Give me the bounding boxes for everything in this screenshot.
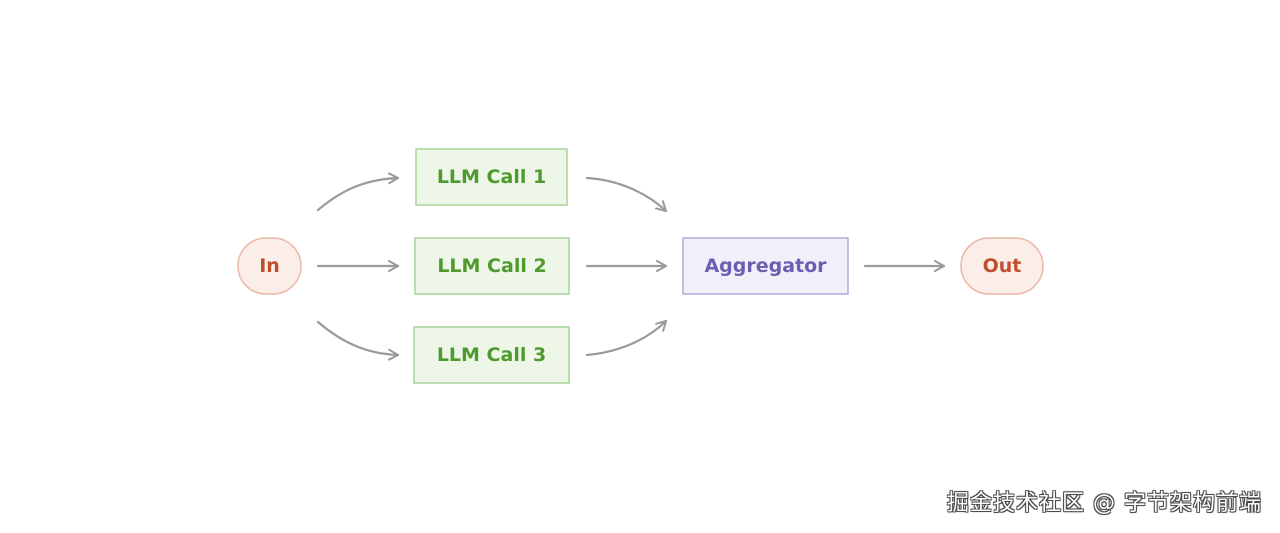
node-in-shape [237,237,302,295]
node-llm-call-3: LLM Call 3 [413,326,570,384]
node-in: In [237,237,302,295]
node-llm-call-1: LLM Call 1 [415,148,568,206]
node-llm-call-3-label: LLM Call 3 [437,344,546,366]
node-llm-call-2: LLM Call 2 [414,237,570,295]
node-out: Out [960,237,1044,295]
node-aggregator-label: Aggregator [704,255,827,277]
arrow-in-to-call-3 [316,320,400,361]
arrow-call-3-to-aggregator [585,319,668,357]
node-llm-call-1-shape [415,148,568,206]
node-in-label: In [259,255,280,277]
node-llm-call-3-shape [413,326,570,384]
node-aggregator: Aggregator [682,237,849,295]
node-out-label: Out [983,255,1022,277]
arrow-call-1-to-aggregator [585,176,668,213]
node-out-shape [960,237,1044,295]
watermark: 掘金技术社区 @ 字节架构前端 [947,491,1262,516]
arrows [316,172,946,361]
arrow-in-to-call-1 [316,172,400,212]
node-aggregator-shape [682,237,849,295]
node-llm-call-2-shape [414,237,570,295]
node-llm-call-2-label: LLM Call 2 [437,255,546,277]
node-llm-call-1-label: LLM Call 1 [437,166,546,188]
